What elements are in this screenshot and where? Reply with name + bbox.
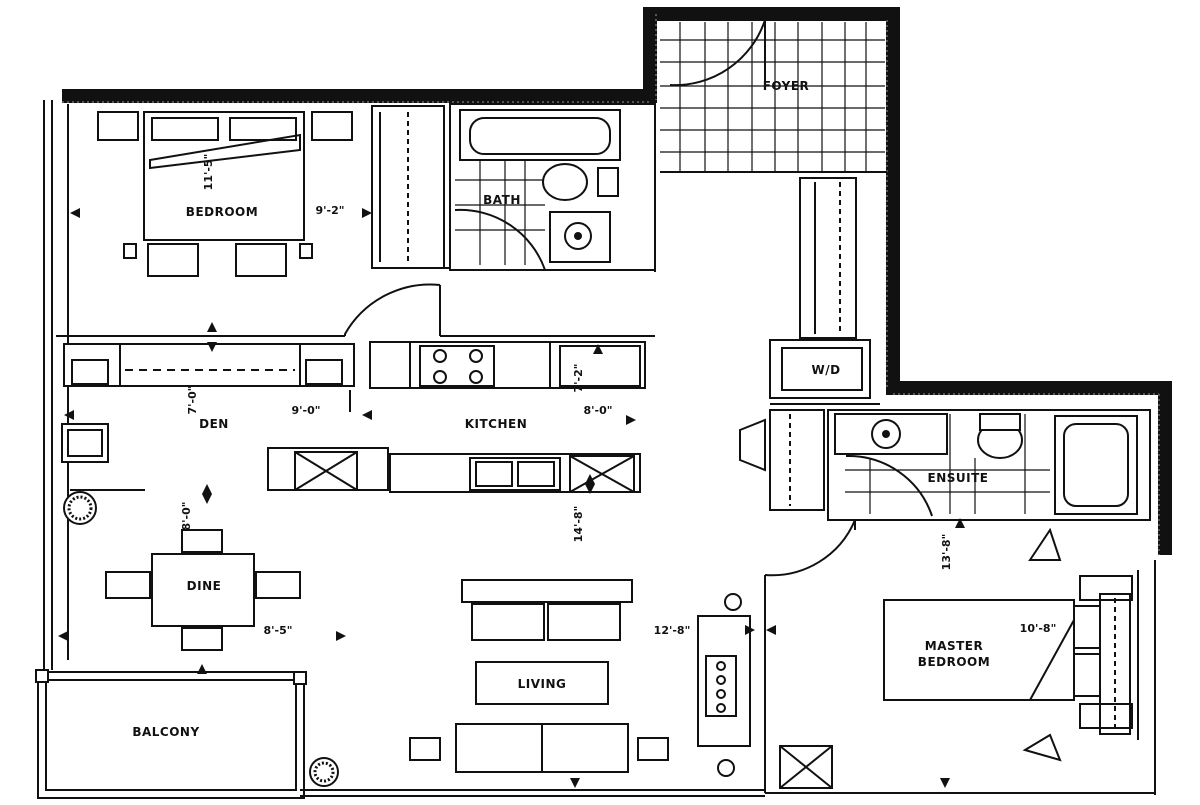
dimension-arrows [58,208,965,788]
dimension-kitchen-depth: 7'-2" [572,364,585,393]
living-furniture [309,579,751,787]
dimension-living-width: 12'-8" [654,624,691,637]
bath-tiles [455,160,545,265]
dimension-bedroom-depth: 11'-5" [202,154,215,191]
room-label-ensuite: ENSUITE [928,471,989,485]
dimension-den-width: 9'-0" [292,404,321,417]
foyer-tiles [660,19,887,173]
room-labels: FOYER BATH BEDROOM DEN KITCHEN W/D ENSUI… [132,79,990,739]
ensuite-fixtures [739,409,1151,521]
room-label-foyer: FOYER [763,79,810,93]
room-label-den: DEN [199,417,229,431]
hall-closet [769,177,880,405]
dimension-dine-width: 8'-5" [264,624,293,637]
bedroom-furniture [56,105,655,337]
kitchen-fixtures [267,341,646,493]
room-label-bath: BATH [483,193,521,207]
room-label-master: MASTER [925,639,984,653]
room-label-wd: W/D [811,363,840,377]
balcony [35,669,307,799]
dimension-master-width: 10'-8" [1020,622,1057,635]
bath-fixtures [449,103,656,272]
dimension-kitchen-width: 8'-0" [584,404,613,417]
dimension-ensuite-depth: 13'-8" [940,534,953,571]
ensuite-tiles [845,414,1050,514]
dining-furniture [105,529,301,651]
room-label-master-bedroom: BEDROOM [918,655,990,669]
master-bedroom-furniture [764,519,1133,793]
exterior-walls [62,7,1172,555]
dimension-den-depth: 7'-0" [186,386,199,415]
dimension-labels: 9'-2" 11'-5" 9'-0" 7'-0" 8'-0" 7'-2" 8'-… [180,154,1056,637]
room-label-balcony: BALCONY [132,725,199,739]
room-label-bedroom: BEDROOM [186,205,258,219]
dimension-bedroom-width: 9'-2" [316,204,345,217]
room-label-dine: DINE [187,579,222,593]
room-label-kitchen: KITCHEN [465,417,528,431]
room-label-living: LIVING [518,677,567,691]
den-furniture [61,343,355,525]
dimension-living-depth: 14'-8" [572,506,585,543]
perimeter-walls [43,100,1156,797]
dimension-dine-depth: 8'-0" [180,502,193,531]
